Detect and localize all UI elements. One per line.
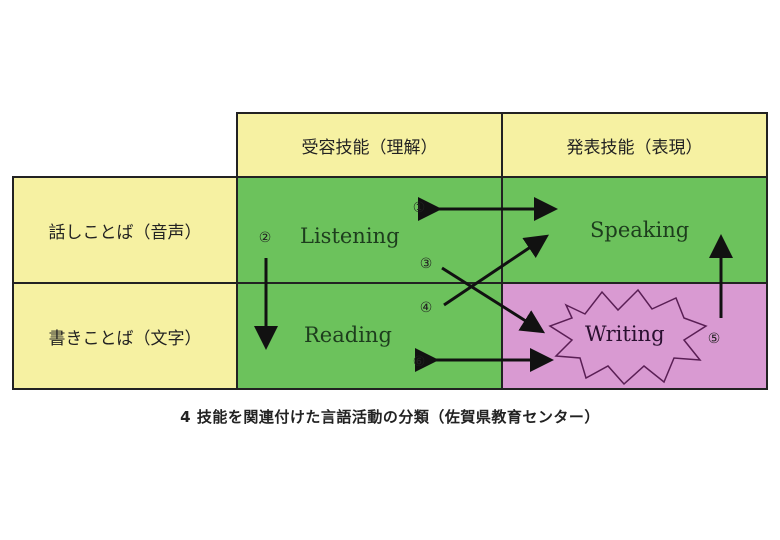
row-header-spoken-label: 話しことば（音声） bbox=[48, 222, 202, 243]
row-header-spoken: 話しことば（音声） bbox=[12, 176, 238, 284]
column-header-receptive-label: 受容技能（理解） bbox=[301, 137, 438, 158]
column-header-receptive: 受容技能（理解） bbox=[236, 112, 503, 178]
quadrant-speaking bbox=[501, 176, 768, 284]
figure-caption: 4 技能を関連付けた言語活動の分類（佐賀県教育センター） bbox=[180, 408, 600, 426]
row-header-written-label: 書きことば（文字） bbox=[48, 328, 202, 349]
arrow-3 bbox=[441, 266, 546, 334]
marker-5: ⑤ bbox=[707, 331, 721, 347]
marker-2: ② bbox=[258, 230, 272, 246]
marker-6: ⑥ bbox=[412, 354, 426, 370]
quadrant-reading bbox=[236, 282, 503, 390]
column-header-productive-label: 発表技能（表現） bbox=[566, 137, 703, 158]
skill-writing: Writing bbox=[585, 322, 665, 346]
skill-reading: Reading bbox=[304, 323, 392, 347]
writing-burst-shape bbox=[548, 288, 708, 386]
skill-speaking: Speaking bbox=[590, 218, 690, 242]
marker-1: ① bbox=[412, 200, 426, 216]
row-header-written: 書きことば（文字） bbox=[12, 282, 238, 390]
quadrant-listening bbox=[236, 176, 503, 284]
skill-listening: Listening bbox=[300, 224, 400, 248]
marker-3: ③ bbox=[419, 256, 433, 272]
marker-4: ④ bbox=[419, 300, 433, 316]
arrow-4 bbox=[443, 234, 549, 307]
